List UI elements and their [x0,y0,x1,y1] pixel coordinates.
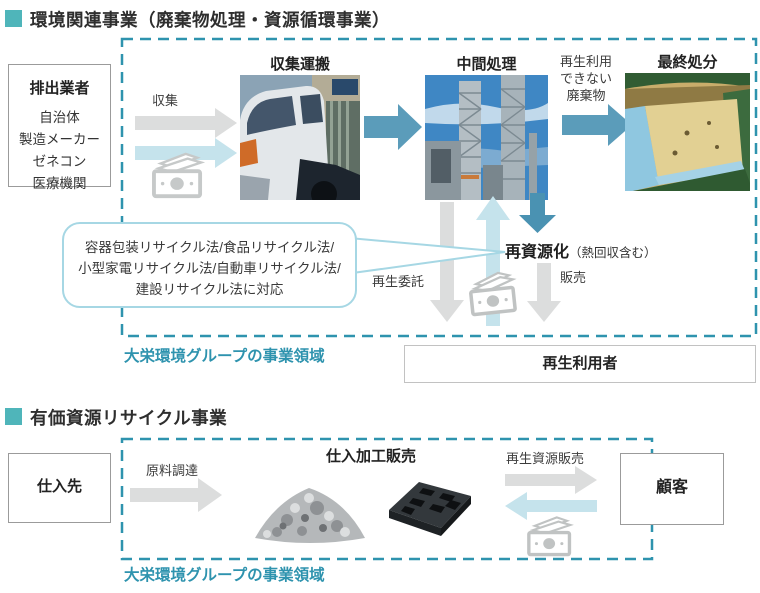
supplier-label: 仕入先 [36,478,82,495]
money-icon [469,271,517,317]
domain-border-1 [120,37,758,338]
money-icon [527,516,574,557]
flow-arrow-1 [364,104,422,150]
collect-label: 収集 [152,93,179,108]
collection-transport-label: 収集運搬 [269,56,330,73]
section1-bullet-icon [5,10,22,27]
recycled-user-label: 再生利用者 [542,355,618,372]
customer-box: 顧客 [620,453,724,525]
section2-bullet-icon [5,408,22,425]
pallet-photo [387,476,475,542]
sales-label: 販売 [560,270,587,285]
processing-label: 仕入加工販売 [325,448,416,465]
recycled-user-box: 再生利用者 [404,345,756,383]
recycle-label: 再資源化 [505,244,570,261]
resource-sales-arrow [505,466,597,494]
intermediate-photo [425,75,548,200]
domain-label-2: 大栄環境グループの事業領域 [124,567,325,584]
unrecyclable-label: 再生利用 できない 廃棄物 [540,53,632,104]
scrap-metal-photo [247,468,373,546]
law-callout: 容器包装リサイクル法/食品リサイクル法/ 小型家電リサイクル法/自動車リサイクル… [62,222,357,308]
recycle-note: （熱回収含む） [569,246,657,260]
callout-line: 容器包装リサイクル法/食品リサイクル法/ [84,240,335,255]
section1-title: 環境関連事業（廃棄物処理・資源循環事業） [30,10,390,30]
consign-down-arrow [430,202,464,322]
supplier-box: 仕入先 [8,453,111,523]
domain-label-1: 大栄環境グループの事業領域 [124,348,325,365]
money-icon [152,152,206,199]
callout-line: 建設リサイクル法に対応 [135,282,284,297]
emitter-box: 排出業者 自治体 製造メーカー ゼネコン 医療機関 [8,64,111,191]
callout-tail [337,235,506,277]
final-disposal-label: 最終処分 [657,54,718,71]
customer-label: 顧客 [655,479,688,496]
return-up-arrow [476,196,510,326]
procurement-arrow [130,478,222,512]
resource-sales-label: 再生資源販売 [506,451,585,466]
emitter-item: ゼネコン [32,154,87,169]
sales-down-arrow [527,263,561,322]
recycle-caption: 再資源化（熱回収含む） [505,238,657,262]
emitter-item: 自治体 [39,110,80,125]
intermediate-label: 中間処理 [456,56,517,73]
section2-title: 有価資源リサイクル事業 [30,408,228,428]
consignment-label: 再生委託 [372,274,425,289]
unrecyclable-line: できない [559,71,612,86]
callout-line: 小型家電リサイクル法/自動車リサイクル法/ [78,261,341,276]
collect-arrow [135,108,237,138]
emitter-title: 排出業者 [29,80,90,97]
final-disposal-photo [625,73,750,191]
emitter-item: 製造メーカー [19,132,100,147]
recycle-down-arrow [519,193,556,233]
emitter-item: 医療機関 [32,176,87,191]
unrecyclable-line: 廃棄物 [566,88,606,103]
payment-return-arrow [505,492,597,520]
flow-arrow-2 [562,104,632,146]
collection-transport-photo [240,75,360,200]
procurement-label: 原料調達 [146,463,199,478]
unrecyclable-line: 再生利用 [559,54,612,69]
